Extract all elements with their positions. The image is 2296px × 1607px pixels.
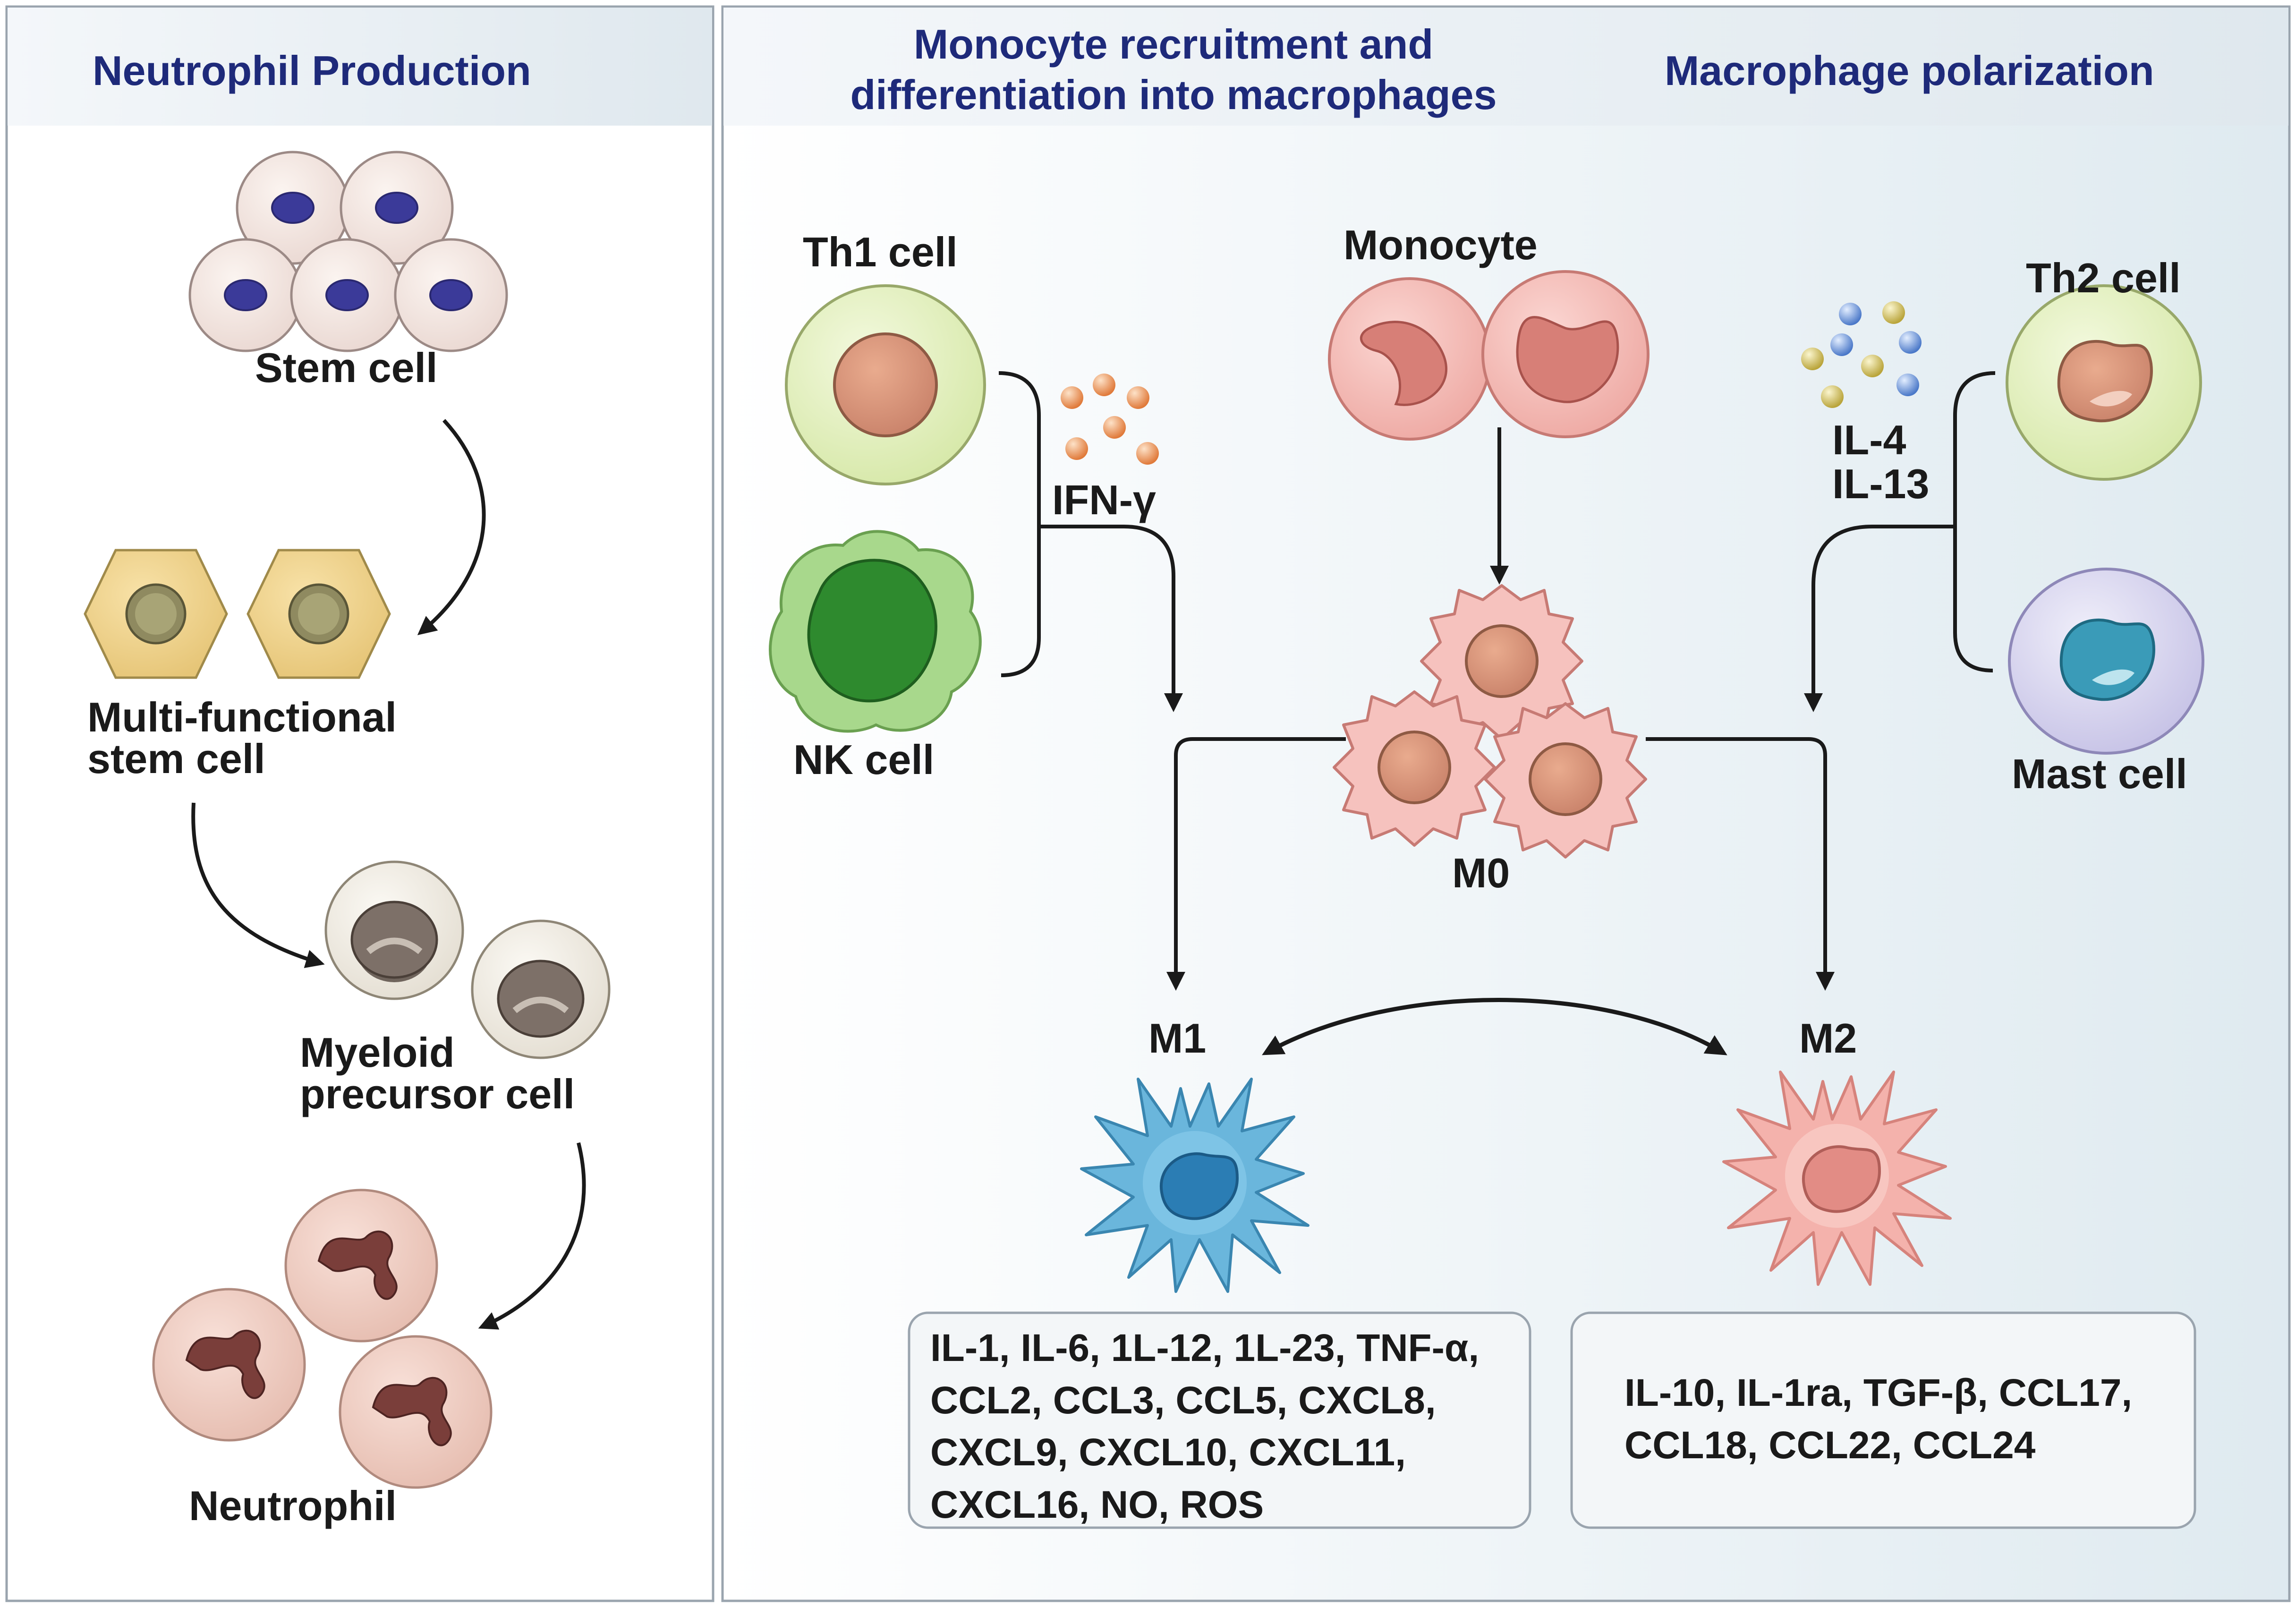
th2-cell xyxy=(2006,284,2202,481)
m2-label: M2 xyxy=(1799,1015,1857,1062)
m1-factors-box xyxy=(908,1311,1531,1529)
m1-factors-text: IL-1, IL-6, 1L-12, 1L-23, TNF-α, CCL2, C… xyxy=(930,1322,1479,1531)
multifunctional-label-line2: stem cell xyxy=(87,735,265,782)
nk-cell-label: NK cell xyxy=(793,736,935,783)
m1-macrophage xyxy=(1080,1078,1310,1293)
monocyte-panel-title: Monocyte recruitment and differentiation… xyxy=(808,19,1539,120)
multifunctional-label-line1: Multi-functional xyxy=(87,694,397,740)
th2-cell-label: Th2 cell xyxy=(2026,255,2181,301)
m0-to-m1-arrow xyxy=(1166,737,1346,991)
th1-cell xyxy=(785,284,986,485)
arrow-stem-to-multi xyxy=(417,419,486,636)
m1-label: M1 xyxy=(1148,1015,1207,1062)
multifunctional-stem-cells xyxy=(84,549,391,679)
ifn-gamma-molecules xyxy=(1061,374,1159,465)
th2-mast-connector xyxy=(1953,371,1996,672)
th1-cell-label: Th1 cell xyxy=(803,229,958,275)
m2-factor-line: CCL18, CCL22, CCL24 xyxy=(1624,1423,2036,1467)
polarization-panel-title: Macrophage polarization xyxy=(1665,47,2154,94)
neutrophil-panel-title: Neutrophil Production xyxy=(93,47,531,94)
myeloid-label-line2: precursor cell xyxy=(300,1071,575,1117)
neutrophil-cells xyxy=(152,1189,493,1489)
myeloid-precursor-cells xyxy=(324,860,611,1059)
mast-cell-label: Mast cell xyxy=(2012,750,2187,797)
mast-cell xyxy=(2008,568,2204,755)
myeloid-precursor-label: Myeloid precursor cell xyxy=(300,1032,575,1115)
ifn-gamma-label: IFN-γ xyxy=(1052,476,1156,523)
m0-macrophages xyxy=(1333,584,1647,859)
m0-label: M0 xyxy=(1452,850,1510,896)
monocyte-cells xyxy=(1328,270,1650,441)
myeloid-label-line1: Myeloid xyxy=(300,1029,455,1076)
stem-cell-label: Stem cell xyxy=(255,344,438,391)
nk-cell xyxy=(769,530,982,733)
il4-il13-molecules xyxy=(1801,301,1922,408)
ifn-arrow xyxy=(1039,525,1183,712)
monocyte-label: Monocyte xyxy=(1344,221,1538,268)
m2-macrophage xyxy=(1722,1071,1952,1286)
il4-label: IL-4 xyxy=(1832,417,1906,463)
m1-factor-line: IL-1, IL-6, 1L-12, 1L-23, TNF-α, xyxy=(930,1326,1480,1369)
stem-cell-cluster xyxy=(188,151,508,352)
m2-factor-line: IL-10, IL-1ra, TGF-β, CCL17, xyxy=(1624,1371,2133,1414)
il4-arrow xyxy=(1804,525,1955,712)
m1-factor-line: CXCL16, NO, ROS xyxy=(930,1483,1264,1527)
m1-factor-line: CXCL9, CXCL10, CXCL11, xyxy=(930,1431,1406,1474)
m2-factors-box xyxy=(1570,1311,2196,1529)
m0-to-m2-arrow xyxy=(1646,737,1835,991)
m2-factors-text: IL-10, IL-1ra, TGF-β, CCL17, CCL18, CCL2… xyxy=(1624,1367,2132,1471)
monocyte-panel-title-line1: Monocyte recruitment and xyxy=(913,21,1434,68)
arrow-myeloid-to-neutrophil xyxy=(478,1142,586,1330)
monocyte-panel-title-line2: differentiation into macrophages xyxy=(850,71,1497,119)
il4-il13-label: IL-4 IL-13 xyxy=(1832,418,1929,506)
neutrophil-label: Neutrophil xyxy=(189,1482,397,1529)
multifunctional-stem-cell-label: Multi-functional stem cell xyxy=(87,697,397,780)
arrow-multi-to-myeloid xyxy=(191,802,325,968)
il13-label: IL-13 xyxy=(1832,460,1930,508)
m1-factor-line: CCL2, CCL3, CCL5, CXCL8, xyxy=(930,1378,1436,1422)
m1-m2-interconversion-arrow xyxy=(1262,998,1727,1055)
